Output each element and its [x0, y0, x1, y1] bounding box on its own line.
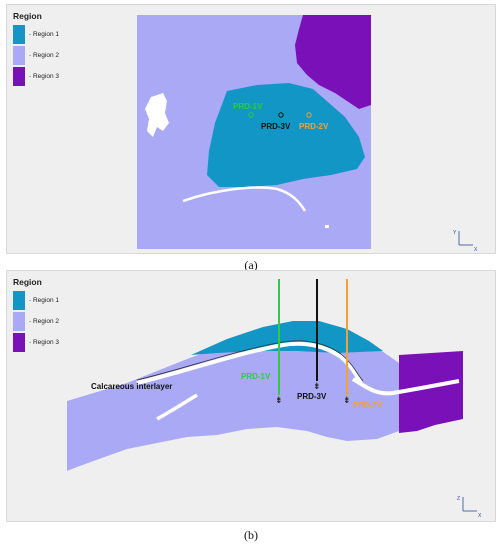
legend-title: Region	[13, 11, 42, 21]
legend-title: Region	[13, 277, 42, 287]
well-label-prd1v: PRD-1V	[233, 102, 263, 111]
legend-a: Region Region 1 Region 2 Region 3	[13, 11, 59, 87]
legend-item: Region 1	[13, 290, 59, 311]
legend-item: Region 2	[13, 311, 59, 332]
panel-b-cross-section: ⇟ ⇟ ⇟ PRD-1V PRD-3V PRD-2V Calcareous in…	[6, 270, 496, 522]
legend-b: Region Region 1 Region 2 Region 3	[13, 277, 59, 353]
plan-view-map: PRD-1V PRD-3V PRD-2V Y X	[137, 15, 478, 253]
interlayer-trace	[182, 186, 307, 212]
caption-b: (b)	[244, 528, 258, 542]
legend-label: Region 2	[29, 318, 59, 325]
region1-area	[207, 83, 365, 187]
legend-label: Region 2	[29, 52, 59, 59]
well-bottom-prd2v: ⇟	[343, 396, 351, 406]
panel-a-plan-view: PRD-1V PRD-3V PRD-2V Y X Region Region 1…	[6, 4, 496, 254]
legend-label: Region 1	[29, 297, 59, 304]
lower-streak	[156, 393, 198, 421]
axis-label-x: X	[474, 247, 478, 253]
well-bottom-prd1v: ⇟	[275, 396, 283, 406]
legend-label: Region 3	[29, 339, 59, 346]
legend-swatch	[13, 67, 25, 86]
cross-section-view: ⇟ ⇟ ⇟ PRD-1V PRD-3V PRD-2V Calcareous in…	[67, 279, 482, 519]
well-marker-prd2v	[306, 112, 312, 118]
axis-label-z: Z	[457, 496, 460, 502]
legend-swatch	[13, 46, 25, 65]
well-marker-prd1v	[248, 112, 254, 118]
region3-area	[295, 15, 371, 109]
region1-section	[191, 321, 383, 355]
calcareous-interlayer	[136, 341, 363, 385]
right-streak	[351, 377, 460, 396]
caption-a: (a)	[244, 258, 258, 272]
legend-label: Region 3	[29, 73, 59, 80]
axis-label-x: X	[478, 513, 482, 519]
legend-item: Region 1	[13, 24, 59, 45]
region2-right-strip	[355, 361, 399, 431]
legend-item: Region 3	[13, 332, 59, 353]
annotation-calcareous-interlayer: Calcareous interlayer	[91, 382, 172, 391]
legend-swatch	[13, 25, 25, 44]
legend-item: Region 3	[13, 66, 59, 87]
white-speck	[325, 225, 329, 228]
axis-triad	[462, 497, 477, 512]
well-bottom-prd3v: ⇟	[313, 382, 321, 392]
well-label-prd1v: PRD-1V	[241, 372, 271, 381]
legend-swatch	[13, 291, 25, 310]
axis-label-y: Y	[453, 230, 457, 236]
legend-swatch	[13, 312, 25, 331]
legend-label: Region 1	[29, 31, 59, 38]
white-hole	[145, 93, 169, 137]
region3-section	[399, 351, 463, 433]
well-label-prd2v: PRD-2V	[299, 122, 329, 131]
well-label-prd3v: PRD-3V	[297, 392, 327, 401]
calcareous-interlayer-outline	[136, 340, 364, 382]
well-label-prd3v: PRD-3V	[261, 122, 291, 131]
well-label-prd2v: PRD-2V	[353, 401, 383, 410]
well-marker-prd3v	[278, 112, 284, 118]
legend-swatch	[13, 333, 25, 352]
legend-item: Region 2	[13, 45, 59, 66]
axis-triad	[458, 231, 473, 246]
